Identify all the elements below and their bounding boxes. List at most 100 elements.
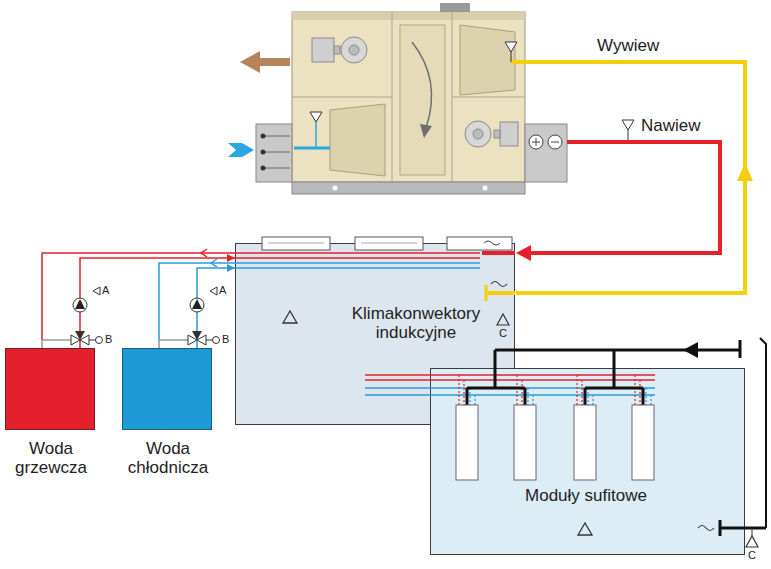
sensor-label: A	[219, 284, 226, 297]
pump-symbol	[75, 299, 85, 309]
air-handling-unit	[261, 150, 266, 155]
pump-symbol	[210, 287, 217, 295]
ceiling-module-illustration	[430, 394, 655, 396]
label-holder: A	[102, 284, 109, 297]
ceiling-module-illustration	[574, 405, 596, 480]
air-handling-unit	[294, 147, 330, 150]
label-holder: Wywiew	[597, 36, 659, 56]
duct-label: Wywiew	[597, 36, 659, 56]
air-handling-unit	[333, 186, 338, 191]
exhaust-air-duct	[505, 42, 753, 293]
valve-label: B	[222, 333, 229, 346]
air-handling-unit	[536, 138, 537, 146]
ceiling-module-illustration	[578, 523, 592, 535]
three-way-valve	[206, 340, 213, 341]
air-handling-unit	[334, 46, 340, 54]
air-handling-unit	[525, 124, 567, 182]
air-handling-unit	[529, 135, 543, 149]
ceiling-module-illustration	[581, 380, 582, 405]
ceiling-module-illustration	[456, 405, 478, 480]
arrow-head	[227, 254, 235, 262]
exhaust-air-duct	[505, 42, 517, 52]
three-way-valve	[75, 331, 85, 340]
exhaust-air-duct	[511, 62, 745, 293]
ceiling-module-illustration	[746, 536, 758, 547]
zone-title: Klimakonwektory indukcyjne	[331, 304, 501, 342]
supply-air-duct	[530, 142, 720, 253]
air-handling-unit	[310, 112, 322, 122]
air-handling-unit	[483, 186, 488, 191]
ceiling-module-illustration	[720, 527, 766, 530]
induction-unit-illustration	[486, 291, 515, 295]
air-handling-unit	[256, 124, 292, 182]
label-holder: B	[222, 333, 229, 346]
air-handling-unit	[228, 143, 254, 157]
sensor-label: C	[748, 549, 756, 562]
supply-air-duct	[622, 120, 634, 130]
label-holder: B	[105, 333, 112, 346]
pump-symbol	[73, 298, 87, 312]
induction-unit-illustration	[484, 241, 500, 245]
exhaust-air-duct	[511, 52, 512, 62]
air-handling-unit	[412, 42, 432, 128]
ceiling-module-illustration	[527, 388, 528, 405]
air-handling-unit	[263, 152, 290, 153]
ceiling-module-illustration	[576, 375, 577, 405]
water-tank: Woda chłodnicza	[122, 348, 212, 430]
three-way-valve	[213, 337, 220, 344]
air-handling-unit	[500, 122, 518, 146]
ceiling-module-illustration	[683, 342, 698, 358]
air-handling-unit	[473, 129, 483, 139]
ceiling-module-illustration	[514, 405, 536, 480]
tank-caption: Woda grzewcza	[1, 439, 101, 477]
induction-unit-illustration	[235, 267, 480, 269]
induction-unit-illustration	[262, 237, 330, 250]
air-handling-unit	[551, 142, 559, 143]
pump-symbol	[93, 287, 100, 295]
ceiling-module-illustration	[463, 380, 464, 405]
air-handling-unit	[452, 97, 525, 98]
return-water-pipes	[42, 339, 71, 341]
induction-unit-illustration	[491, 282, 507, 287]
induction-unit-illustration	[361, 243, 417, 244]
ceiling-module-illustration	[639, 380, 640, 405]
ceiling-module-illustration	[760, 338, 766, 528]
induction-unit-illustration	[235, 262, 480, 264]
zone-box: Moduły sufitowe	[430, 368, 745, 555]
induction-unit-illustration	[447, 237, 512, 250]
sensor-label: A	[102, 284, 109, 297]
induction-unit-illustration	[365, 379, 430, 381]
induction-unit-illustration	[497, 314, 509, 325]
induction-unit-illustration	[268, 243, 324, 244]
air-handling-unit	[312, 38, 334, 62]
ceiling-module-illustration	[592, 395, 593, 405]
air-handling-unit	[292, 97, 392, 98]
air-handling-unit	[263, 136, 290, 137]
exhaust-air-duct	[737, 163, 753, 181]
air-handling-unit	[228, 3, 567, 194]
label-holder: Nawiew	[641, 116, 701, 136]
ceiling-module-illustration	[521, 380, 522, 405]
pump-symbol	[192, 299, 202, 309]
duct-label: Nawiew	[641, 116, 701, 136]
three-way-valve	[89, 340, 96, 341]
three-way-valve	[71, 331, 220, 345]
induction-unit-illustration	[283, 311, 297, 323]
induction-unit-illustration	[482, 251, 515, 255]
return-water-pipes	[159, 339, 188, 341]
supply-air-duct	[516, 120, 720, 261]
label-holder: C	[748, 549, 756, 562]
air-handling-unit	[292, 12, 525, 20]
return-water-pipes	[211, 259, 217, 267]
air-handling-unit	[349, 45, 359, 55]
water-tank: Woda grzewcza	[5, 348, 95, 430]
air-handling-unit	[420, 124, 432, 138]
ceiling-module-illustration	[458, 375, 459, 405]
pump-symbol	[190, 298, 204, 312]
ceiling-module-illustration	[469, 388, 470, 405]
three-way-valve	[192, 331, 202, 340]
ceiling-module-illustration	[645, 388, 646, 405]
arrow-head	[227, 264, 235, 272]
zone-title: Moduły sufitowe	[496, 486, 676, 505]
supply-air-duct	[628, 130, 629, 140]
